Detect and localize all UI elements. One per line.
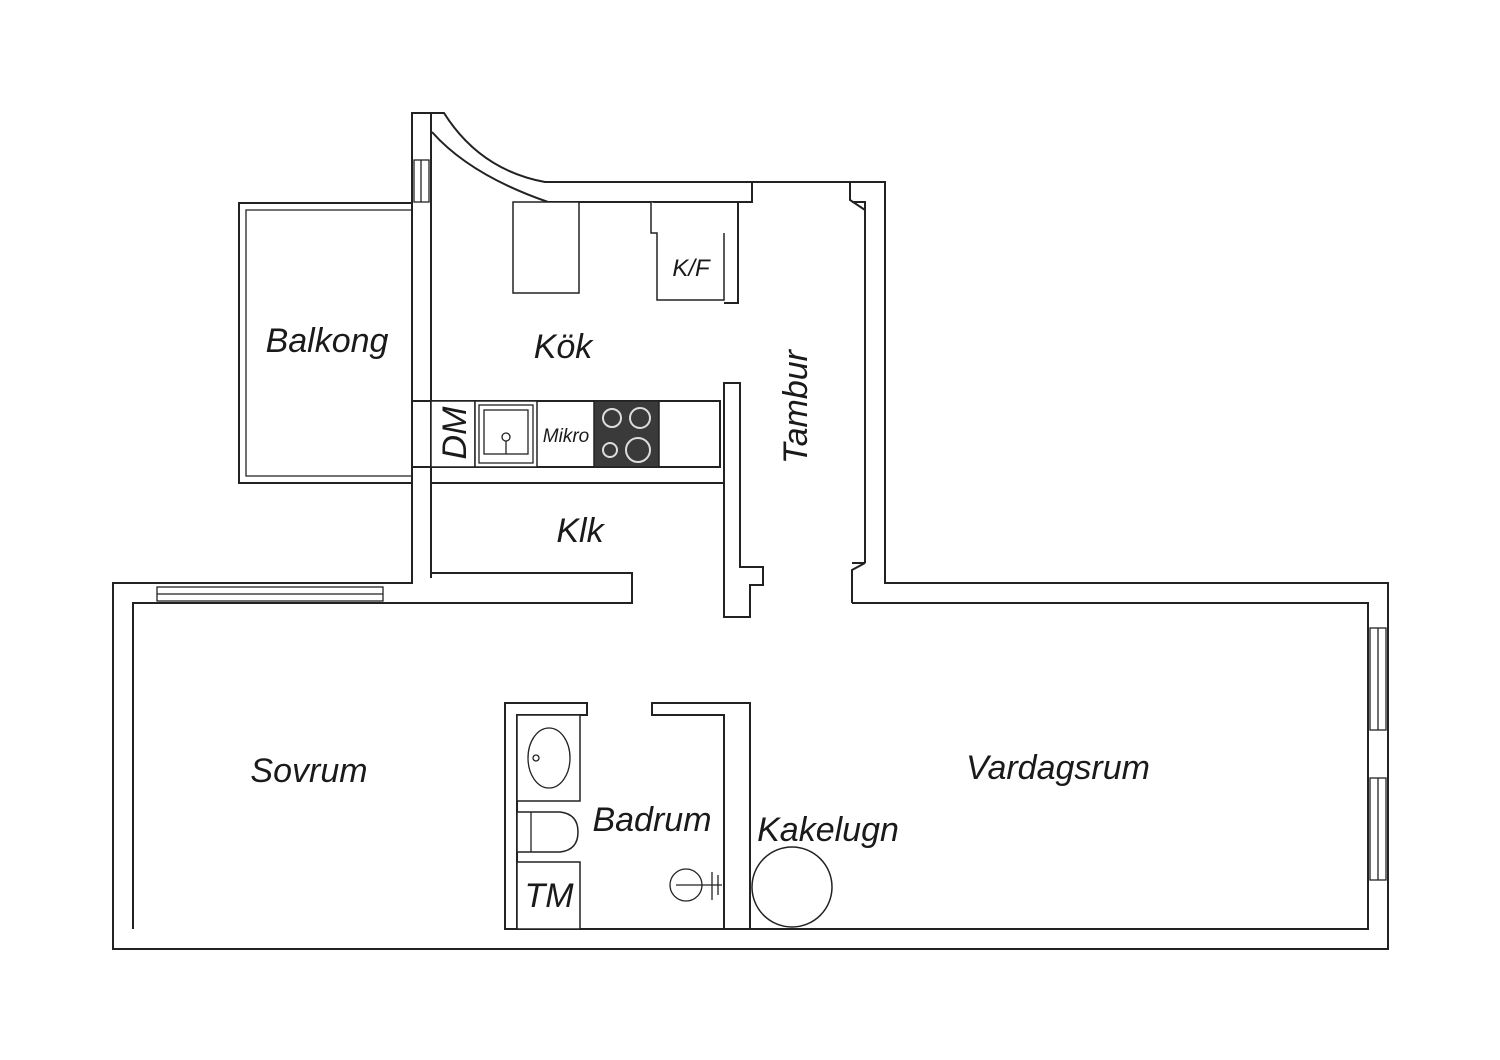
sink (474, 400, 538, 468)
windows (156, 159, 1387, 881)
label-fridge: K/F (672, 255, 711, 282)
label-washer: TM (524, 877, 574, 915)
label-living-room: Vardagsrum (966, 749, 1150, 787)
label-kitchen: Kök (534, 328, 595, 366)
label-closet: Klk (556, 512, 605, 550)
bathroom-fixtures (516, 714, 722, 930)
tiled-stove (751, 846, 833, 928)
label-bedroom: Sovrum (250, 752, 367, 790)
label-hall: Tambur (777, 348, 815, 464)
kitchen-fixtures (430, 201, 725, 468)
fridge-unit (650, 202, 725, 301)
label-bathroom: Badrum (592, 801, 711, 839)
label-tiled-stove: Kakelugn (757, 811, 899, 849)
outer-walls (112, 112, 1389, 950)
label-balcony: Balkong (266, 322, 389, 360)
washing-machine (516, 861, 581, 930)
dishwasher (430, 400, 476, 468)
stove-top (593, 400, 660, 468)
kitchen-cabinet (512, 201, 580, 294)
balcony (238, 202, 412, 484)
label-dishwasher: DM (436, 406, 474, 460)
label-microwave: Mikro (543, 426, 589, 447)
toilet (516, 811, 579, 853)
